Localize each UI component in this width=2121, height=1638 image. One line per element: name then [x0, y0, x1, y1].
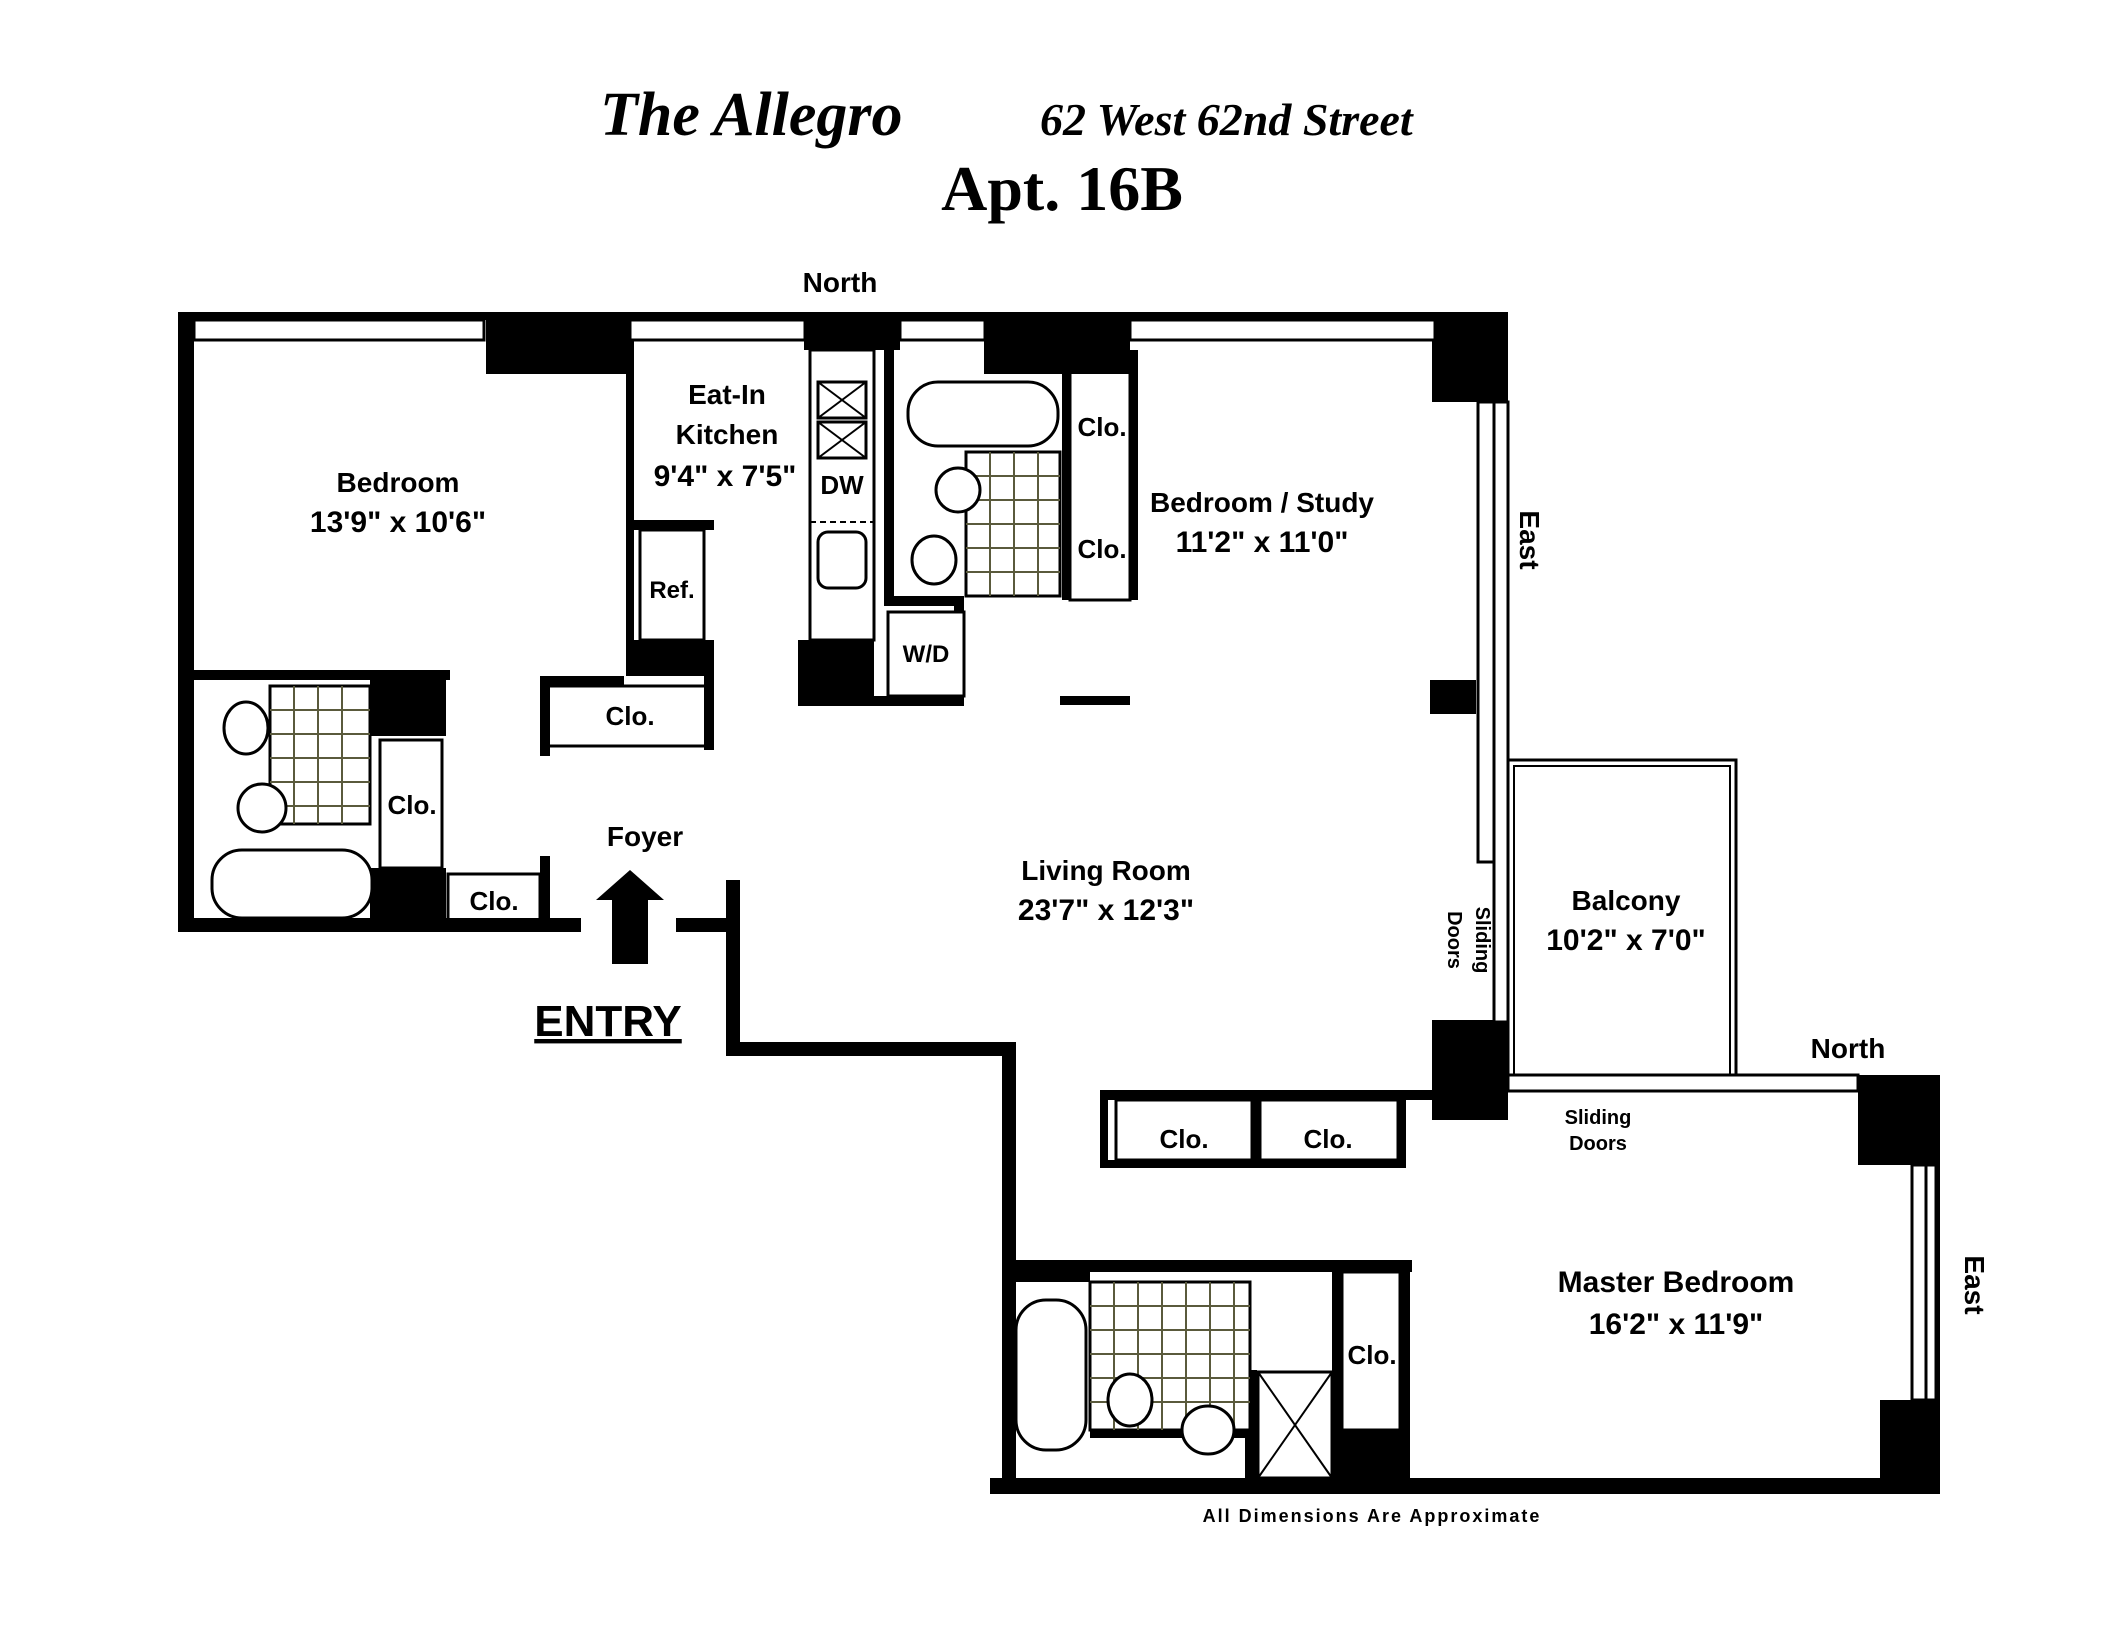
east-label-upper: East [1514, 510, 1545, 569]
refrigerator-label: Ref. [649, 577, 694, 604]
dishwasher-label: DW [820, 470, 864, 500]
north-windows [192, 318, 1437, 342]
unit-number: Apt. 16B [941, 153, 1183, 224]
bath-fixtures [210, 380, 1334, 1480]
closet-label: Clo. [605, 701, 654, 731]
living-name: Living Room [1021, 855, 1191, 886]
footnote: All Dimensions Are Approximate [1203, 1506, 1542, 1526]
closet-label: Clo. [387, 790, 436, 820]
master-name: Master Bedroom [1558, 1266, 1795, 1299]
north-label-right: North [1811, 1033, 1886, 1064]
study-dims: 11'2" x 11'0" [1176, 526, 1349, 559]
closet-label: Clo. [1159, 1124, 1208, 1154]
bath-tile-grids [268, 450, 1252, 1432]
master-dims: 16'2" x 11'9" [1589, 1308, 1764, 1341]
closet-label: Clo. [1303, 1124, 1352, 1154]
closet-label: Clo. [1347, 1340, 1396, 1370]
sliding-doors-vertical-1: Sliding [1471, 907, 1493, 974]
sliding-doors-horizontal-2: Doors [1569, 1133, 1627, 1155]
closet-label: Clo. [469, 886, 518, 916]
closet-label: Clo. [1077, 412, 1126, 442]
building-title: The Allegro [600, 81, 903, 149]
washer-dryer-label: W/D [903, 641, 950, 668]
bedroom-dims: 13'9" x 10'6" [310, 506, 486, 539]
balcony-dims: 10'2" x 7'0" [1546, 924, 1706, 957]
kitchen-fixtures [808, 348, 966, 698]
sliding-doors-vertical-2: Doors [1443, 911, 1465, 969]
kitchen-name-1: Eat-In [688, 379, 766, 410]
kitchen-name-2: Kitchen [676, 419, 779, 450]
study-name: Bedroom / Study [1150, 487, 1374, 518]
north-label-top: North [803, 267, 878, 298]
sliding-doors-horizontal-1: Sliding [1565, 1107, 1632, 1129]
entry-label: ENTRY [534, 997, 682, 1046]
entry-arrow [596, 870, 664, 964]
interior-walls [194, 312, 1476, 1490]
bedroom-name: Bedroom [337, 467, 460, 498]
closet-outlines [378, 358, 1402, 1432]
east-windows [1476, 400, 1938, 1402]
east-label-lower: East [1959, 1255, 1990, 1314]
foyer-name: Foyer [607, 821, 683, 852]
balcony-name: Balcony [1572, 885, 1681, 916]
kitchen-dims: 9'4" x 7'5" [654, 460, 797, 493]
balcony [1506, 758, 1860, 1093]
living-dims: 23'7" x 12'3" [1018, 894, 1194, 927]
closet-label: Clo. [1077, 534, 1126, 564]
building-address: 62 West 62nd Street [1040, 94, 1414, 145]
